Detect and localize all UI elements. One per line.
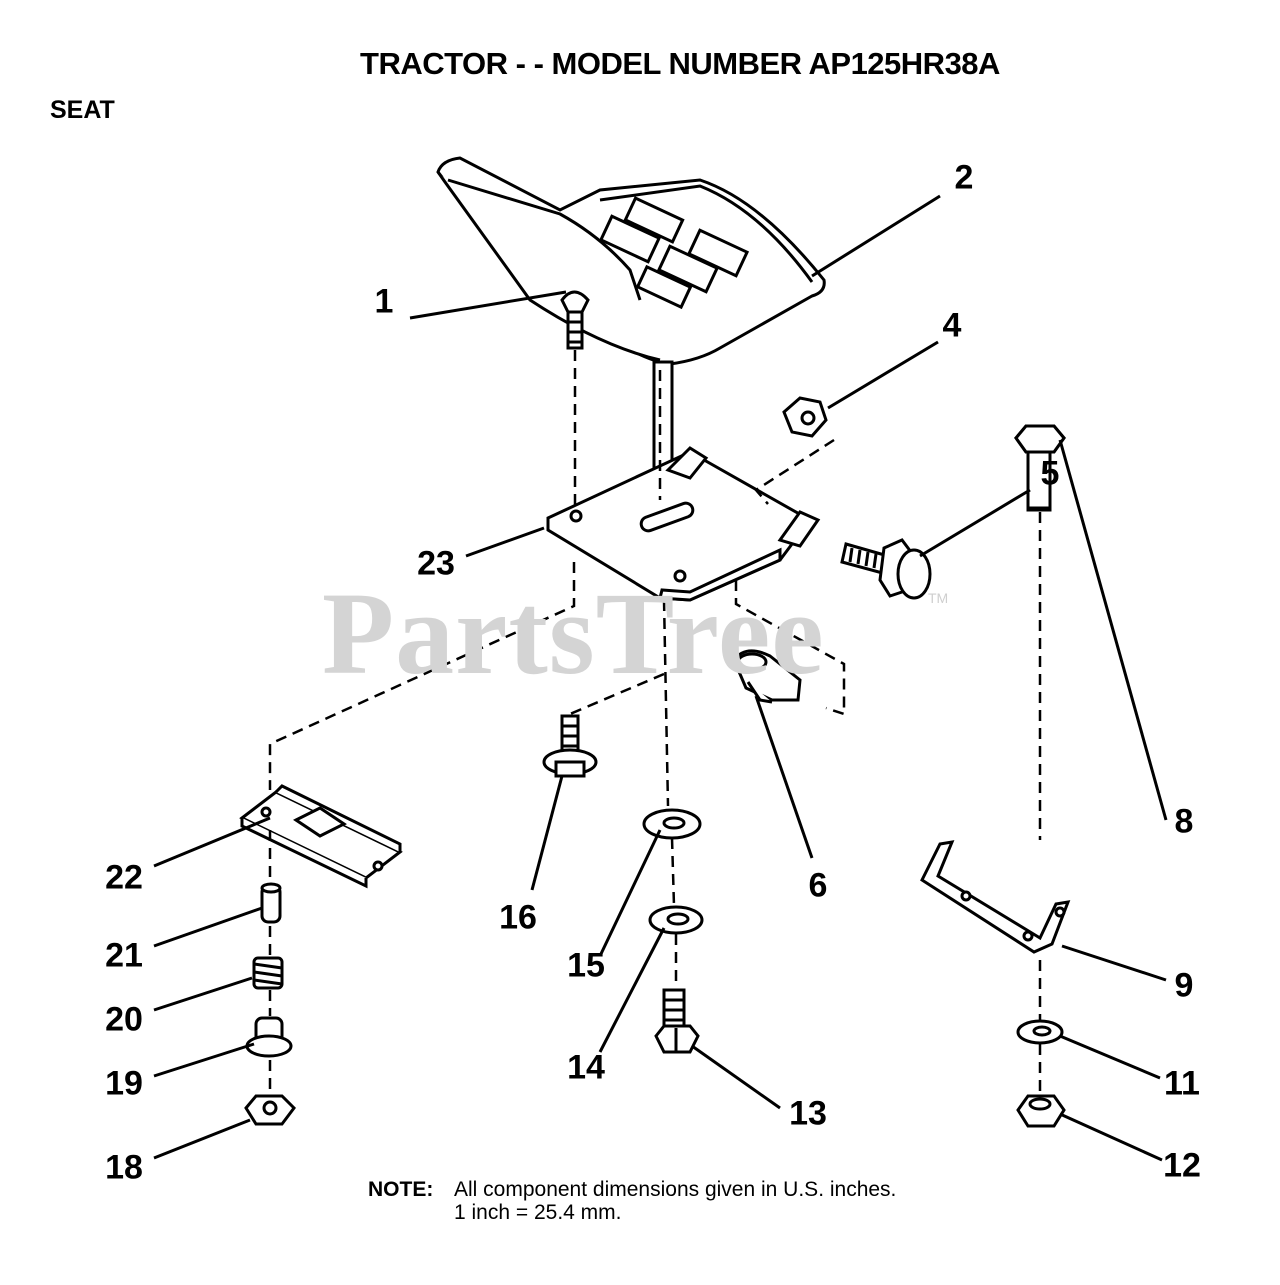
part-bracket-plate	[239, 784, 403, 889]
part-hex-bolt-13	[654, 988, 700, 1054]
part-nut-4	[782, 396, 828, 438]
part-shoulder-bolt	[840, 538, 932, 600]
part-washer-14	[648, 905, 704, 935]
part-spring	[252, 956, 284, 990]
note-line-1: All component dimensions given in U.S. i…	[454, 1178, 897, 1201]
callout-14: 14	[567, 1048, 605, 1087]
part-flange-screw	[542, 714, 598, 778]
callout-13: 13	[789, 1094, 827, 1133]
callout-18: 18	[105, 1148, 143, 1187]
part-knob	[245, 1016, 293, 1058]
leader-lines	[153, 194, 1168, 1162]
dimension-note: NOTE: All component dimensions given in U…	[368, 1178, 896, 1224]
part-lock-nut-12	[1016, 1094, 1066, 1128]
callout-22: 22	[105, 858, 143, 897]
part-carriage-bolt	[560, 290, 590, 350]
callout-9: 9	[1174, 966, 1194, 1005]
part-hex-bolt-8-top	[1014, 424, 1066, 510]
part-clip	[732, 649, 802, 704]
page-title: TRACTOR - - MODEL NUMBER AP125HR38A	[360, 46, 1000, 81]
part-support-bracket	[920, 840, 1071, 954]
callout-16: 16	[499, 898, 537, 937]
trademark-mark: TM	[928, 590, 949, 606]
part-pin	[260, 882, 282, 924]
note-label: NOTE:	[368, 1178, 434, 1201]
callout-12: 12	[1163, 1146, 1201, 1185]
section-title: SEAT	[50, 96, 115, 124]
watermark: PartsTree	[322, 568, 825, 699]
callout-15: 15	[567, 946, 605, 985]
callout-11: 11	[1164, 1064, 1200, 1103]
callout-6: 6	[808, 866, 828, 905]
callout-19: 19	[105, 1064, 143, 1103]
callout-23: 23	[417, 544, 455, 583]
callout-5: 5	[1040, 454, 1060, 493]
part-seat	[436, 156, 826, 514]
part-washer-11	[1016, 1019, 1064, 1045]
callout-21: 21	[105, 936, 143, 975]
callout-2: 2	[954, 158, 974, 197]
callout-4: 4	[942, 306, 962, 345]
callout-20: 20	[105, 1000, 143, 1039]
callout-8: 8	[1174, 802, 1194, 841]
callout-1: 1	[374, 282, 394, 321]
part-washer-15	[642, 808, 702, 840]
part-flange-nut-18	[244, 1094, 296, 1126]
note-line-2: 1 inch = 25.4 mm.	[454, 1201, 622, 1224]
alignment-lines	[268, 350, 1042, 1094]
